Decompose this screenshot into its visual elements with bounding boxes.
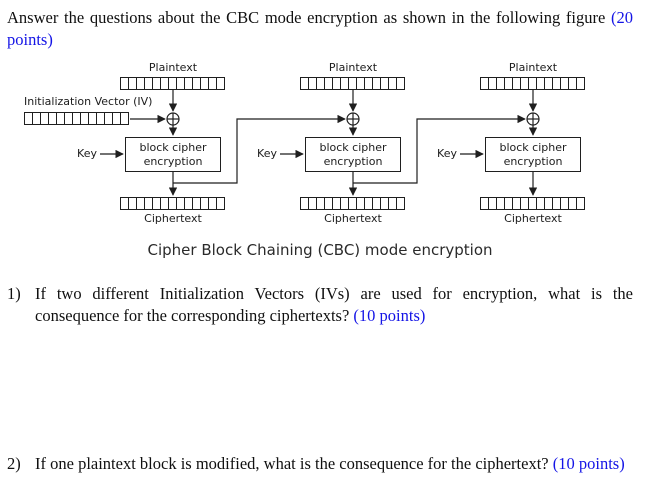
plaintext-label: Plaintext xyxy=(328,61,378,74)
question-1-points: (10 points) xyxy=(353,306,426,325)
block-cipher-encryption-box: block cipher encryption xyxy=(485,137,581,172)
question-1-marker: 1) xyxy=(7,284,21,303)
chain-to-block3-arrow xyxy=(353,114,526,184)
intro-line-2: points) xyxy=(7,29,633,51)
block-cipher-encryption-box: block cipher encryption xyxy=(125,137,221,172)
question-2-body: If one plaintext block is modified, what… xyxy=(35,453,637,475)
ciphertext-label: Ciphertext xyxy=(324,212,382,225)
ciphertext-bits xyxy=(300,197,405,210)
key-label: Key xyxy=(257,147,277,160)
cbc-diagram-wires xyxy=(100,90,540,196)
points-total-open: (20 xyxy=(611,8,633,27)
question-1-text: consequence for the corresponding cipher… xyxy=(35,306,354,325)
ciphertext-label: Ciphertext xyxy=(144,212,202,225)
key-label: Key xyxy=(437,147,457,160)
encbox-line2: encryption xyxy=(143,155,203,168)
ciphertext-bits xyxy=(480,197,585,210)
plaintext-bits xyxy=(300,77,405,90)
cbc-block3-wires xyxy=(460,90,540,196)
intro-text: Answer the questions about the CBC mode … xyxy=(7,8,611,27)
ciphertext-label: Ciphertext xyxy=(504,212,562,225)
plaintext-bits xyxy=(120,77,225,90)
question-2: 2) If one plaintext block is modified, w… xyxy=(7,453,637,475)
figure-caption: Cipher Block Chaining (CBC) mode encrypt… xyxy=(147,241,493,259)
question-2-marker: 2) xyxy=(7,454,21,473)
encbox-line2: encryption xyxy=(503,155,563,168)
question-1-line-1: If two different Initialization Vectors … xyxy=(35,284,633,303)
chain-to-block2-arrow xyxy=(173,114,346,184)
question-2-points: (10 points) xyxy=(552,454,625,473)
points-total-close: points) xyxy=(7,30,53,49)
question-1-body: If two different Initialization Vectors … xyxy=(35,283,633,327)
ciphertext-bits xyxy=(120,197,225,210)
block-cipher-encryption-box: block cipher encryption xyxy=(305,137,401,172)
intro-paragraph: Answer the questions about the CBC mode … xyxy=(7,7,633,51)
iv-label: Initialization Vector (IV) xyxy=(24,95,153,108)
question-1: 1) If two different Initialization Vecto… xyxy=(7,283,633,327)
cbc-block1-wires xyxy=(100,90,346,196)
encbox-line1: block cipher xyxy=(319,141,387,154)
key-label: Key xyxy=(77,147,97,160)
plaintext-label: Plaintext xyxy=(508,61,558,74)
question-2-text: If one plaintext block is modified, what… xyxy=(35,454,553,473)
plaintext-label: Plaintext xyxy=(148,61,198,74)
encbox-line1: block cipher xyxy=(139,141,207,154)
question-1-line-2: consequence for the corresponding cipher… xyxy=(35,305,633,327)
cbc-diagram: Initialization Vector (IV) Plaintext Key… xyxy=(0,56,646,236)
iv-bits xyxy=(24,112,129,125)
cbc-block2-wires xyxy=(280,90,526,196)
encbox-line2: encryption xyxy=(323,155,383,168)
encbox-line1: block cipher xyxy=(499,141,567,154)
plaintext-bits xyxy=(480,77,585,90)
intro-line-1: Answer the questions about the CBC mode … xyxy=(7,7,633,29)
